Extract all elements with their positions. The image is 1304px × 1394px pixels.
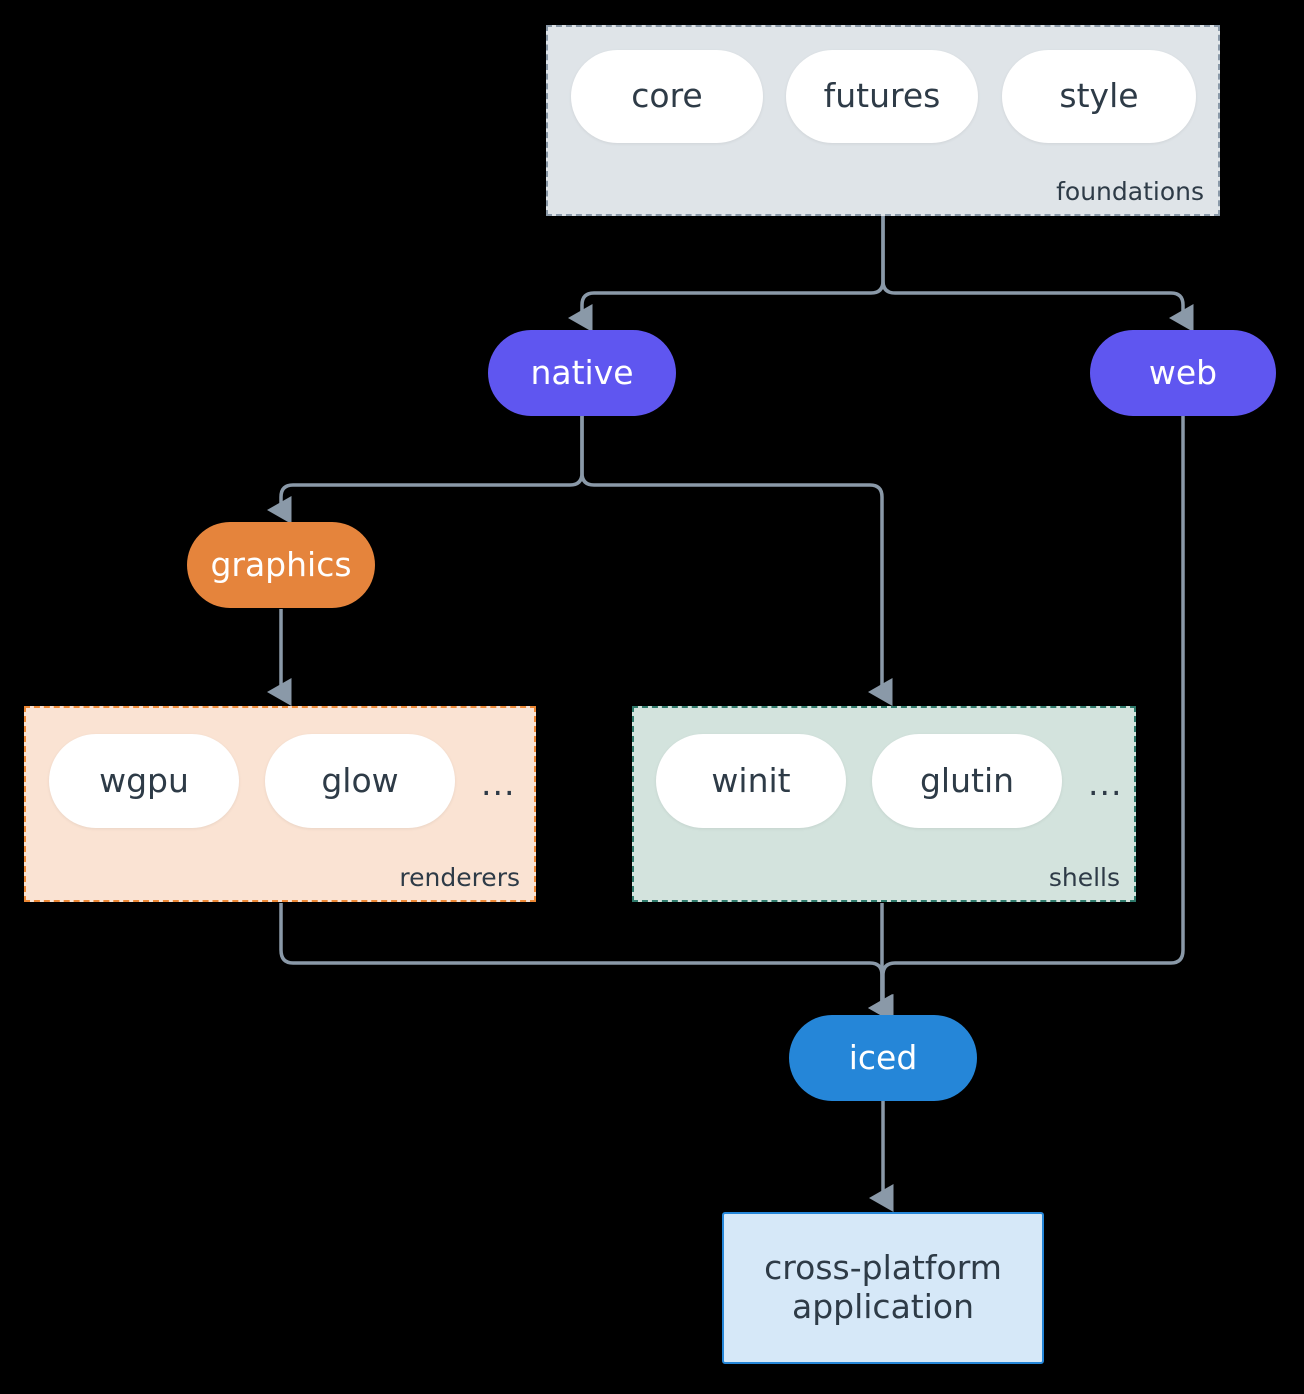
node-glutin[interactable]: glutin bbox=[872, 734, 1062, 828]
node-renderers-more: ... bbox=[481, 764, 516, 803]
edge-foundations-web bbox=[881, 216, 1194, 332]
node-native[interactable]: native bbox=[488, 330, 676, 416]
node-application-line1: cross-platform bbox=[764, 1248, 1002, 1288]
node-wgpu-label: wgpu bbox=[99, 760, 189, 800]
cluster-renderers-label: renderers bbox=[399, 863, 520, 892]
node-glow-label: glow bbox=[321, 760, 399, 800]
node-futures[interactable]: futures bbox=[786, 50, 978, 143]
edge-native-shells bbox=[580, 416, 893, 706]
edge-renderers-iced bbox=[279, 903, 893, 1022]
cluster-shells-label: shells bbox=[1048, 863, 1120, 892]
node-application-line2: application bbox=[791, 1287, 975, 1326]
node-graphics[interactable]: graphics bbox=[187, 522, 375, 608]
node-glow[interactable]: glow bbox=[265, 734, 455, 828]
node-futures-label: futures bbox=[823, 76, 941, 116]
node-glutin-label: glutin bbox=[919, 760, 1015, 800]
node-iced-label: iced bbox=[848, 1037, 918, 1077]
node-graphics-label: graphics bbox=[210, 544, 352, 584]
node-native-label: native bbox=[530, 352, 634, 392]
node-core[interactable]: core bbox=[571, 50, 763, 143]
node-winit[interactable]: winit bbox=[656, 734, 846, 828]
edge-foundations-fork bbox=[568, 216, 885, 332]
node-style[interactable]: style bbox=[1002, 50, 1196, 143]
node-winit-label: winit bbox=[711, 760, 791, 800]
node-application[interactable]: cross-platform application bbox=[722, 1212, 1044, 1364]
node-web[interactable]: web bbox=[1090, 330, 1276, 416]
node-core-label: core bbox=[631, 76, 703, 116]
edge-native-graphics bbox=[267, 416, 584, 524]
cluster-foundations-label: foundations bbox=[1056, 177, 1204, 206]
node-shells-more: ... bbox=[1088, 764, 1123, 803]
node-iced[interactable]: iced bbox=[789, 1015, 977, 1101]
node-wgpu[interactable]: wgpu bbox=[49, 734, 239, 828]
node-web-label: web bbox=[1148, 352, 1218, 392]
node-style-label: style bbox=[1059, 76, 1139, 116]
